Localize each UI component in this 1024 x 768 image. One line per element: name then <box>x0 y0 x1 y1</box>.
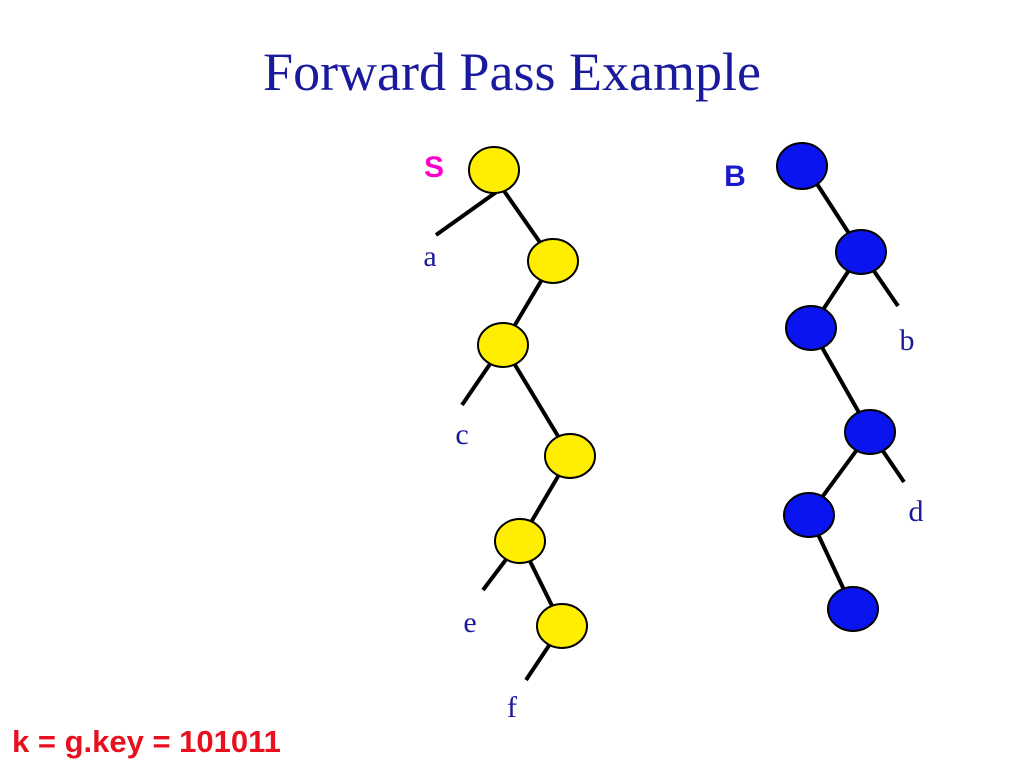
s-node-4 <box>544 433 596 479</box>
b-node-3 <box>785 305 837 351</box>
s-node-5 <box>494 518 546 564</box>
s-node-6 <box>536 603 588 649</box>
b-node-4 <box>844 409 896 455</box>
b-node-5 <box>783 492 835 538</box>
s-node-3 <box>477 322 529 368</box>
tree-b: B b d <box>724 142 924 632</box>
b-node-6 <box>827 586 879 632</box>
leaf-label-e: e <box>463 606 476 639</box>
leaf-label-a: a <box>423 240 436 273</box>
leaf-label-b: b <box>900 324 915 357</box>
leaf-label-f: f <box>507 691 517 724</box>
s-node-1 <box>468 146 520 194</box>
tree-s-label: S <box>424 151 444 184</box>
page-title: Forward Pass Example <box>263 42 761 102</box>
key-footer: k = g.key = 101011 <box>12 724 281 759</box>
b-node-2 <box>835 229 887 275</box>
b-node-1 <box>776 142 828 190</box>
s-node-2 <box>527 238 579 284</box>
tree-s: S a c e f <box>423 146 596 724</box>
leaf-label-d: d <box>909 495 924 528</box>
tree-b-label: B <box>724 160 746 193</box>
edge-s1-leaf-a <box>434 186 504 237</box>
leaf-label-c: c <box>455 418 468 451</box>
